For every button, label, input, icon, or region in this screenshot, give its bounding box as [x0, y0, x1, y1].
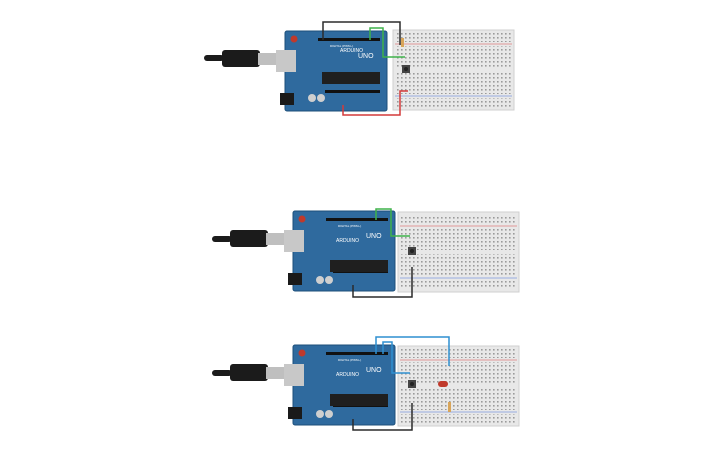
usb-cable [212, 364, 284, 381]
resistor[interactable] [401, 38, 404, 47]
uno-logo-text: UNO [366, 367, 382, 374]
circuit-3[interactable]: ARDUINO UNO DIGITAL (PWM~) [212, 336, 520, 431]
green-wire[interactable] [369, 27, 405, 58]
arduino-logo-text: ARDUINO [336, 238, 359, 244]
arduino-board[interactable]: ARDUINO UNO DIGITAL (PWM~) [284, 344, 396, 426]
circuit-2[interactable]: ARDUINO UNO DIGITAL (PWM~) [212, 208, 520, 298]
arduino-logo-text: ARDUINO [336, 372, 359, 378]
breadboard[interactable] [397, 211, 520, 293]
microcontroller-chip [322, 72, 380, 84]
breadboard[interactable] [392, 29, 515, 111]
arduino-board[interactable]: ARDUINO UNO DIGITAL (PWM~) [276, 30, 388, 112]
uno-logo-text: UNO [358, 53, 374, 60]
black-wire[interactable] [352, 403, 413, 431]
black-wire[interactable] [352, 267, 413, 298]
digital-pins-label: DIGITAL (PWM~) [330, 44, 353, 48]
resistor[interactable] [448, 402, 451, 412]
circuit-1[interactable]: ARDUINO UNO DIGITAL (PWM~) [204, 21, 515, 116]
black-wire[interactable] [322, 21, 401, 45]
arduino-logo-text: ARDUINO [340, 48, 363, 54]
reset-button[interactable] [290, 35, 298, 43]
led-red[interactable] [438, 381, 448, 387]
digital-pins-label: DIGITAL (PWM~) [338, 358, 361, 362]
reset-button[interactable] [298, 215, 306, 223]
arduino-board[interactable]: ARDUINO UNO DIGITAL (PWM~) [284, 210, 396, 292]
blue-wire-2[interactable] [382, 341, 410, 374]
usb-cable [212, 230, 284, 247]
reset-button[interactable] [298, 349, 306, 357]
digital-pins-label: DIGITAL (PWM~) [338, 224, 361, 228]
microcontroller-chip [330, 260, 388, 272]
usb-cable [204, 50, 276, 67]
microcontroller-chip [330, 394, 388, 406]
red-wire[interactable] [342, 90, 408, 116]
green-wire[interactable] [375, 208, 410, 237]
breadboard[interactable] [397, 345, 520, 427]
uno-logo-text: UNO [366, 233, 382, 240]
blue-wire-1[interactable] [375, 336, 450, 366]
